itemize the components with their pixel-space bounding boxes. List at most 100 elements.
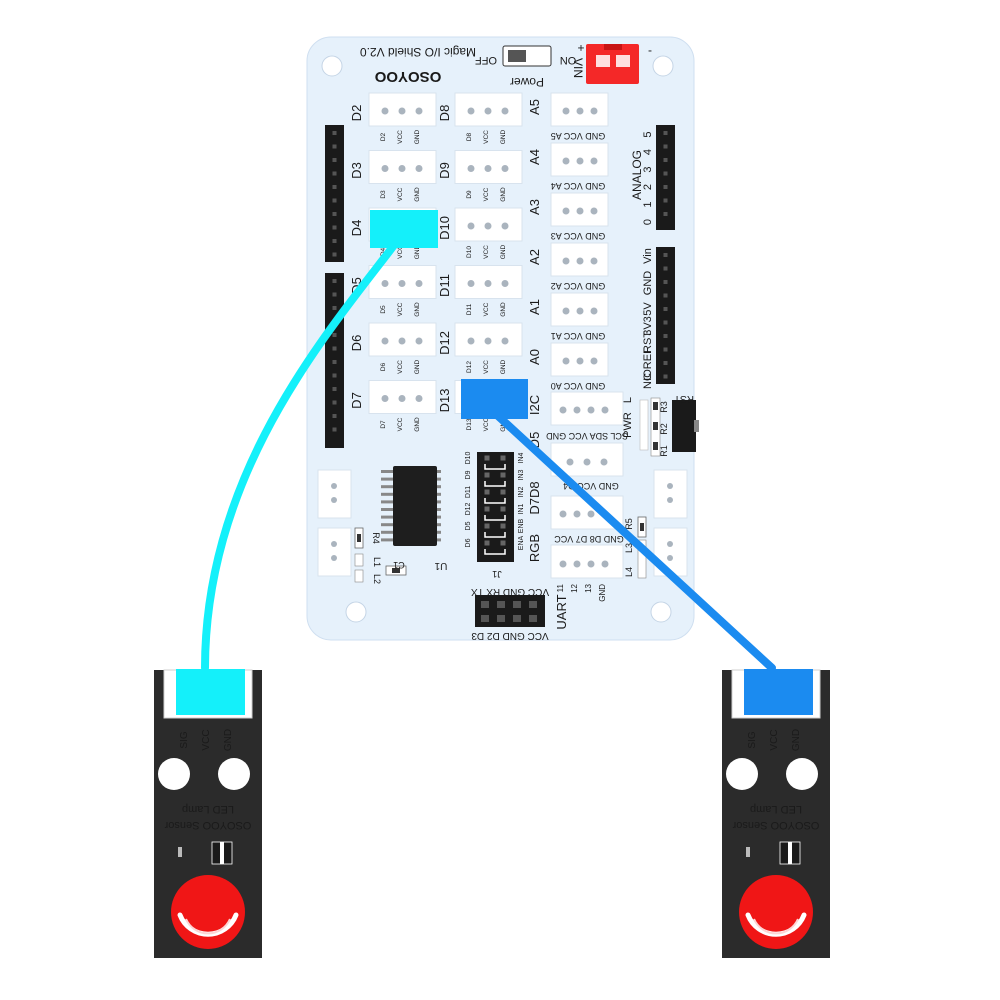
r4-label: R4	[371, 532, 381, 544]
ic-label: U1	[434, 560, 447, 571]
port-a1[interactable]	[550, 292, 609, 327]
board-brand: OSOYOO	[374, 68, 441, 85]
pin-label: GND	[414, 129, 421, 144]
module-plug[interactable]	[744, 669, 813, 715]
right-side-connector-2[interactable]	[653, 527, 688, 577]
motor-bottom-label: IN1	[518, 503, 525, 514]
uart-header[interactable]	[475, 595, 545, 627]
motor-top-label: D11	[465, 486, 472, 498]
pin-label: VCC	[483, 187, 490, 201]
port-name-d7: D7	[349, 392, 364, 409]
port-name-a5: A5	[527, 99, 542, 115]
port-d8[interactable]	[454, 92, 523, 127]
pin-label: D3	[380, 190, 387, 199]
analog-pin-labels: GND VCC A0	[551, 381, 606, 391]
power-header	[656, 247, 675, 384]
port-name-a2: A2	[527, 249, 542, 265]
mount-hole-tl	[321, 55, 343, 77]
rgb-pin-label: 11	[556, 583, 565, 592]
pin-label: GND	[500, 187, 507, 202]
port-d10[interactable]	[454, 207, 523, 242]
analog-pin-labels: GND VCC A2	[551, 281, 606, 291]
port-d6[interactable]	[368, 322, 437, 357]
blue-wire	[493, 411, 776, 672]
pin-label: GND	[500, 359, 507, 374]
red-led-lamp	[739, 875, 813, 949]
analog-pin-labels: GND VCC A4	[551, 181, 606, 191]
module-pin-label: GND	[223, 729, 234, 751]
resistor-label: R3	[659, 401, 669, 413]
module-mark	[746, 847, 750, 857]
pin-label: VCC	[483, 302, 490, 316]
resistor-r4	[354, 527, 364, 549]
module-mark	[178, 847, 182, 857]
power-switch[interactable]	[502, 45, 552, 67]
power-on-label: ON	[560, 54, 577, 66]
motor-bottom-label: IN3	[518, 469, 525, 480]
pin-label: D13	[466, 418, 473, 430]
left-side-connector-2[interactable]	[317, 527, 352, 577]
pin-label: D10	[466, 246, 473, 258]
port-a5[interactable]	[550, 92, 609, 127]
power-pin-label: 5V	[642, 302, 654, 316]
pin-label: VCC	[483, 417, 490, 431]
i2c-pin-labels: SCL SDA VCC GND	[546, 431, 628, 441]
cyan-plug-on-d4[interactable]	[370, 210, 438, 248]
port-d2[interactable]	[368, 92, 437, 127]
port-a4[interactable]	[550, 142, 609, 177]
i2c-port[interactable]	[550, 391, 624, 426]
analog-number-0: 0	[642, 219, 654, 225]
module-brand-label: OSOYOO Sensor	[732, 819, 819, 831]
d5-side-port[interactable]	[550, 442, 624, 477]
d7d8-label: D7D8	[527, 481, 542, 514]
port-d11[interactable]	[454, 265, 523, 299]
rgb-port[interactable]	[550, 544, 624, 579]
analog-header	[656, 125, 675, 230]
reset-button[interactable]	[672, 400, 699, 452]
right-side-connector-1[interactable]	[653, 469, 688, 519]
port-name-d6: D6	[349, 335, 364, 352]
port-d7[interactable]	[368, 380, 437, 414]
blue-plug-on-d13[interactable]	[461, 379, 528, 419]
module-mount-hole	[786, 758, 818, 790]
vin-minus-label: -	[648, 45, 652, 59]
analog-pin-labels: GND VCC A5	[551, 131, 606, 141]
module-plug[interactable]	[176, 669, 245, 715]
motor-top-label: D10	[465, 451, 472, 464]
pin-label: GND	[414, 187, 421, 202]
pin-label: D6	[380, 362, 387, 371]
port-d12[interactable]	[454, 322, 523, 357]
vin-connector[interactable]	[586, 44, 639, 84]
left-side-connector-1[interactable]	[317, 469, 352, 519]
led-l1	[354, 553, 364, 567]
analog-number-4: 4	[642, 149, 654, 155]
port-a0[interactable]	[550, 342, 609, 377]
vin-label: VIN	[571, 58, 585, 78]
pin-label: VCC	[397, 187, 404, 201]
power-pin-label: NC	[642, 373, 654, 389]
motor-driver-header[interactable]	[477, 452, 514, 562]
resistor-label: R1	[659, 445, 669, 457]
l2-label: L2	[372, 574, 382, 584]
port-a2[interactable]	[550, 242, 609, 277]
analog-number-1: 1	[642, 201, 654, 207]
port-a3[interactable]	[550, 192, 609, 227]
vin-plus-label: +	[577, 41, 584, 55]
rst-label: RST	[674, 393, 694, 404]
port-d9[interactable]	[454, 150, 523, 184]
pin-label: VCC	[483, 360, 490, 374]
port-d5[interactable]	[368, 265, 437, 299]
module-mount-hole	[158, 758, 190, 790]
analog-number-5: 5	[642, 131, 654, 137]
port-name-a0: A0	[527, 349, 542, 365]
magic-io-shield-board: Magic I/O Shield V2.0 OSOYOO OFF ON Powe…	[306, 36, 699, 641]
port-d3[interactable]	[368, 150, 437, 184]
cyan-wire	[201, 236, 402, 672]
module-pin-label: VCC	[769, 729, 780, 750]
pin-label: D8	[466, 132, 473, 141]
